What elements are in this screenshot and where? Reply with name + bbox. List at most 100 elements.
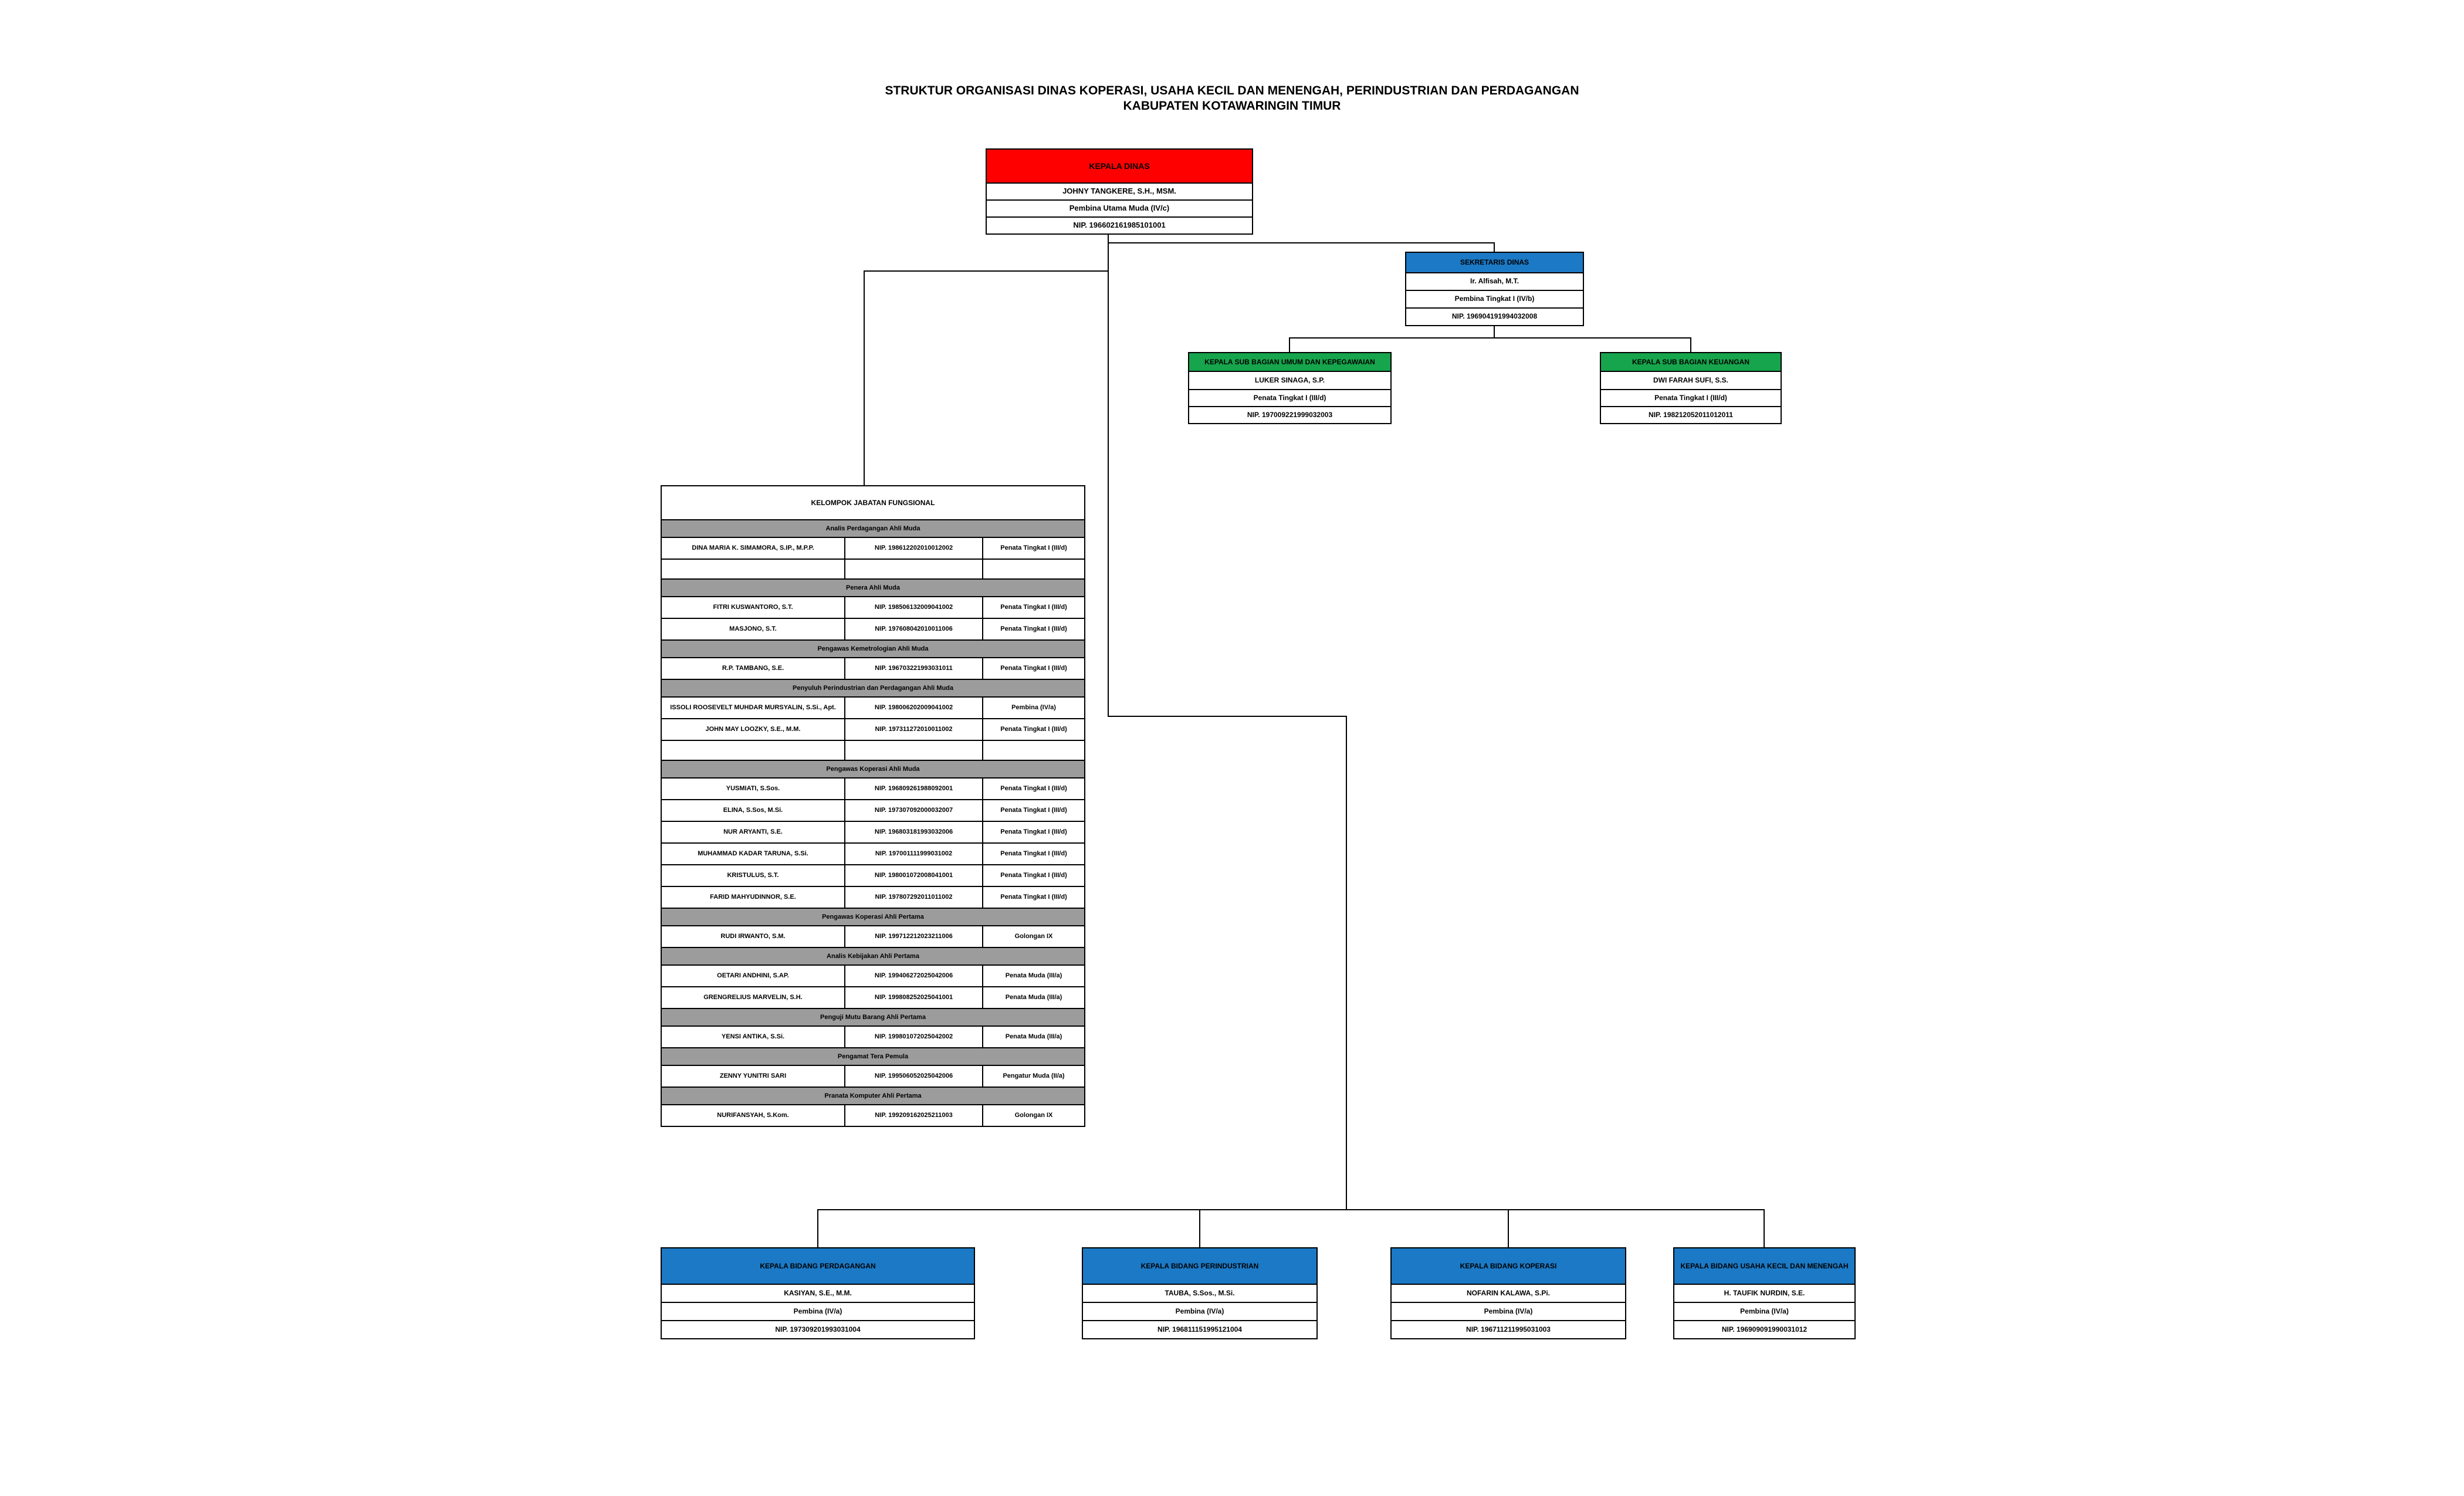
fungsional-row-section: Penguji Mutu Barang Ahli Pertama <box>662 1008 1084 1025</box>
fungsional-cell-name: YUSMIATI, S.Sos. <box>726 785 780 793</box>
fungsional-cell-rank: Penata Muda (III/a) <box>982 1027 1084 1047</box>
fungsional-cell-nip <box>844 741 982 760</box>
fungsional-cell-name: MUHAMMAD KADAR TARUNA, S.Si. <box>698 850 808 858</box>
fungsional-row-person: RUDI IRWANTO, S.M.NIP. 19971221202321100… <box>662 925 1084 947</box>
fungsional-cell-name: NURIFANSYAH, S.Kom. <box>717 1112 789 1119</box>
connector-subbag-splitter <box>1289 337 1691 339</box>
fungsional-cell-name: NUR ARYANTI, S.E. <box>723 828 783 836</box>
fungsional-cell-name: MASJONO, S.T. <box>729 625 777 633</box>
bidang-koperasi-name: NOFARIN KALAWA, S.Pi. <box>1392 1284 1625 1302</box>
fungsional-row-person: FITRI KUSWANTORO, S.T.NIP. 1985061320090… <box>662 596 1084 618</box>
fungsional-cell-name: GRENGRELIUS MARVELIN, S.H. <box>703 994 803 1001</box>
fungsional-cell-nip: NIP. 197807292011011002 <box>844 887 982 908</box>
bidang-ukm-box: KEPALA BIDANG USAHA KECIL DAN MENENGAH H… <box>1673 1247 1856 1339</box>
connector-bidang-distribution <box>817 1209 1765 1210</box>
fungsional-row-person: JOHN MAY LOOZKY, S.E., M.M.NIP. 19731127… <box>662 718 1084 740</box>
fungsional-cell-rank: Golongan IX <box>982 1105 1084 1126</box>
fungsional-row-person: ELINA, S.Sos, M.Si.NIP. 1973070920000320… <box>662 799 1084 821</box>
connector-drop-koperasi <box>1508 1209 1509 1247</box>
fungsional-cell-nip: NIP. 197311272010011002 <box>844 719 982 740</box>
fungsional-cell-name: DINA MARIA K. SIMAMORA, S.IP., M.P.P. <box>692 544 814 552</box>
bidang-koperasi-rank: Pembina (IV/a) <box>1392 1302 1625 1320</box>
page-title-line1: STRUKTUR ORGANISASI DINAS KOPERASI, USAH… <box>885 84 1579 97</box>
bidang-koperasi-box: KEPALA BIDANG KOPERASI NOFARIN KALAWA, S… <box>1390 1247 1626 1339</box>
sub-bagian-keuangan-title: KEPALA SUB BAGIAN KEUANGAN <box>1601 353 1781 371</box>
fungsional-row-person: YENSI ANTIKA, S.Si.NIP. 1998010720250420… <box>662 1025 1084 1047</box>
connector-drop-ukm <box>1764 1209 1765 1247</box>
fungsional-cell-name: R.P. TAMBANG, S.E. <box>722 665 784 672</box>
fungsional-cell-name: FARID MAHYUDINNOR, S.E. <box>710 893 796 901</box>
fungsional-cell-nip: NIP. 199209162025211003 <box>844 1105 982 1126</box>
kepala-dinas-nip: NIP. 196602161985101001 <box>987 216 1252 233</box>
fungsional-cell-rank: Penata Tingkat I (III/d) <box>982 822 1084 842</box>
fungsional-cell-name: YENSI ANTIKA, S.Si. <box>721 1033 785 1041</box>
bidang-koperasi-title: KEPALA BIDANG KOPERASI <box>1392 1248 1625 1284</box>
fungsional-cell-nip: NIP. 199506052025042006 <box>844 1066 982 1087</box>
sekretaris-dinas-title: SEKRETARIS DINAS <box>1406 253 1583 272</box>
fungsional-cell-rank: Penata Tingkat I (III/d) <box>982 865 1084 886</box>
bidang-perindustrian-name: TAUBA, S.Sos., M.Si. <box>1083 1284 1316 1302</box>
bidang-koperasi-nip: NIP. 196711211995031003 <box>1392 1320 1625 1338</box>
fungsional-cell-rank: Penata Tingkat I (III/d) <box>982 800 1084 821</box>
sub-bagian-umum-nip: NIP. 197009221999032003 <box>1189 406 1390 423</box>
connector-sekretaris-v <box>1494 242 1495 252</box>
fungsional-cell-rank: Penata Tingkat I (III/d) <box>982 658 1084 679</box>
sekretaris-dinas-nip: NIP. 196904191994032008 <box>1406 307 1583 325</box>
fungsional-cell-nip: NIP. 199808252025041001 <box>844 987 982 1008</box>
fungsional-cell-name <box>662 741 844 760</box>
fungsional-row-section: Pengawas Kemetrologian Ahli Muda <box>662 639 1084 657</box>
kepala-dinas-rank: Pembina Utama Muda (IV/c) <box>987 199 1252 216</box>
fungsional-row-section: Penera Ahli Muda <box>662 578 1084 596</box>
bidang-perdagangan-nip: NIP. 197309201993031004 <box>662 1320 974 1338</box>
fungsional-row-section: Pengawas Koperasi Ahli Pertama <box>662 908 1084 925</box>
sub-bagian-keuangan-box: KEPALA SUB BAGIAN KEUANGAN DWI FARAH SUF… <box>1600 352 1782 424</box>
fungsional-row-person: OETARI ANDHINI, S.AP.NIP. 19940627202504… <box>662 964 1084 986</box>
connector-sekretaris-bottom <box>1494 326 1495 338</box>
connector-fungsional-v <box>864 270 865 485</box>
fungsional-title: KELOMPOK JABATAN FUNGSIONAL <box>811 499 935 507</box>
fungsional-row-section: Analis Perdagangan Ahli Muda <box>662 519 1084 537</box>
sekretaris-dinas-rank: Pembina Tingkat I (IV/b) <box>1406 290 1583 307</box>
fungsional-cell-rank: Penata Tingkat I (III/d) <box>982 887 1084 908</box>
fungsional-cell-rank: Penata Tingkat I (III/d) <box>982 779 1084 799</box>
fungsional-cell-rank: Pengatur Muda (II/a) <box>982 1066 1084 1087</box>
fungsional-cell-name: FITRI KUSWANTORO, S.T. <box>713 604 793 611</box>
fungsional-cell-rank: Penata Muda (III/a) <box>982 987 1084 1008</box>
fungsional-row-person: NURIFANSYAH, S.Kom. NIP. 1992091620252110… <box>662 1104 1084 1126</box>
fungsional-cell-nip: NIP. 196809261988092001 <box>844 779 982 799</box>
fungsional-row-person: ZENNY YUNITRI SARI NIP. 19950605202504200… <box>662 1065 1084 1087</box>
bidang-perindustrian-rank: Pembina (IV/a) <box>1083 1302 1316 1320</box>
fungsional-cell-rank: Penata Tingkat I (III/d) <box>982 538 1084 559</box>
connector-trunk-upper <box>1108 232 1109 717</box>
fungsional-row-person: NUR ARYANTI, S.E.NIP. 196803181993032006… <box>662 821 1084 842</box>
fungsional-cell-nip: NIP. 198001072008041001 <box>844 865 982 886</box>
sekretaris-dinas-box: SEKRETARIS DINAS Ir. Alfisah, M.T. Pembi… <box>1405 252 1584 326</box>
fungsional-cell-nip: NIP. 196703221993031011 <box>844 658 982 679</box>
sub-bagian-keuangan-nip: NIP. 198212052011012011 <box>1601 406 1781 423</box>
connector-fungsional-h <box>864 270 1108 272</box>
fungsional-cell-rank <box>982 741 1084 760</box>
fungsional-row-person: DINA MARIA K. SIMAMORA, S.IP., M.P.P.NIP… <box>662 537 1084 559</box>
connector-sekretaris-h <box>1108 242 1495 243</box>
sub-bagian-keuangan-rank: Penata Tingkat I (III/d) <box>1601 389 1781 406</box>
fungsional-cell-name: RUDI IRWANTO, S.M. <box>720 933 786 940</box>
fungsional-cell-rank: Penata Tingkat I (III/d) <box>982 719 1084 740</box>
bidang-ukm-nip: NIP. 196909091990031012 <box>1674 1320 1854 1338</box>
bidang-perindustrian-box: KEPALA BIDANG PERINDUSTRIAN TAUBA, S.Sos… <box>1082 1247 1318 1339</box>
fungsional-cell-name: ELINA, S.Sos, M.Si. <box>723 807 783 814</box>
fungsional-row-section: Pranata Komputer Ahli Pertama <box>662 1087 1084 1104</box>
fungsional-cell-rank: Golongan IX <box>982 926 1084 947</box>
connector-trunk-jog-h <box>1108 716 1347 717</box>
connector-drop-perindustrian <box>1199 1209 1200 1247</box>
bidang-ukm-title: KEPALA BIDANG USAHA KECIL DAN MENENGAH <box>1674 1248 1854 1284</box>
bidang-perdagangan-rank: Pembina (IV/a) <box>662 1302 974 1320</box>
bidang-perdagangan-title: KEPALA BIDANG PERDAGANGAN <box>662 1248 974 1284</box>
fungsional-row-section: Pengamat Tera Pemula <box>662 1047 1084 1065</box>
bidang-perdagangan-name: KASIYAN, S.E., M.M. <box>662 1284 974 1302</box>
fungsional-cell-name: ZENNY YUNITRI SARI <box>719 1072 787 1080</box>
fungsional-cell-rank: Penata Tingkat I (III/d) <box>982 597 1084 618</box>
fungsional-cell-rank <box>982 560 1084 578</box>
page-title-line2: KABUPATEN KOTAWARINGIN TIMUR <box>1123 99 1341 113</box>
fungsional-cell-nip <box>844 560 982 578</box>
